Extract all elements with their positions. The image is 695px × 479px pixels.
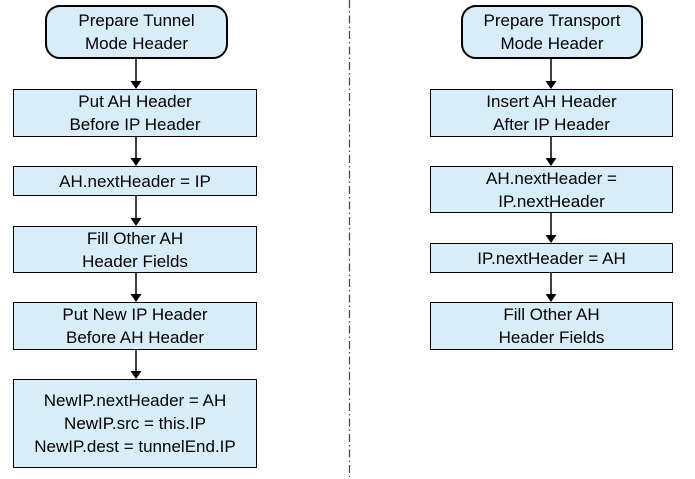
node-insert-ah-header-after-ip: Insert AH Header After IP Header: [430, 89, 673, 137]
node-text-line: Header Fields: [82, 251, 188, 271]
node-text-line: Prepare Transport: [483, 11, 621, 30]
arrow-down: [130, 196, 142, 226]
node-text-line: Mode Header: [84, 34, 188, 53]
node-text-line: IP.nextHeader: [498, 191, 605, 211]
arrow-down: [130, 273, 142, 302]
node-text-line: IP.nextHeader = AH: [477, 248, 626, 268]
node-put-new-ip-header-before-ah: Put New IP Header Before AH Header: [13, 302, 257, 350]
node-text-line: Put AH Header: [78, 92, 192, 111]
node-text-line: NewIP.src = this.IP: [64, 414, 206, 433]
node-fill-other-ah-header-fields: Fill Other AH Header Fields: [13, 226, 257, 273]
arrow-down: [545, 273, 557, 302]
node-newip-assignments: NewIP.nextHeader = AH NewIP.src = this.I…: [13, 379, 257, 468]
node-text-line: AH.nextHeader =: [486, 168, 617, 188]
node-text-line: Before AH Header: [66, 328, 204, 347]
arrow-down: [130, 350, 142, 379]
node-text-line: After IP Header: [493, 115, 610, 134]
node-prepare-transport-mode-header: Prepare Transport Mode Header: [461, 5, 643, 59]
node-text-line: Prepare Tunnel: [78, 11, 195, 30]
arrow-down: [130, 59, 142, 89]
arrow-down: [545, 59, 557, 89]
node-text-line: Mode Header: [500, 34, 604, 53]
node-text-line: AH.nextHeader = IP: [59, 171, 211, 191]
node-ip-nextheader-equals-ah: IP.nextHeader = AH: [430, 243, 673, 273]
node-ah-nextheader-equals-ip: AH.nextHeader = IP: [13, 166, 257, 196]
node-text-line: NewIP.dest = tunnelEnd.IP: [34, 437, 236, 456]
node-text-line: Insert AH Header: [486, 92, 617, 111]
node-text-line: Fill Other AH: [503, 305, 600, 324]
node-put-ah-header-before-ip: Put AH Header Before IP Header: [13, 89, 257, 137]
node-text-line: NewIP.nextHeader = AH: [43, 391, 227, 410]
node-text-line: Header Fields: [498, 328, 605, 347]
node-prepare-tunnel-mode-header: Prepare Tunnel Mode Header: [45, 5, 228, 59]
node-text-line: Put New IP Header: [62, 305, 208, 324]
arrow-down: [130, 137, 142, 166]
node-fill-other-ah-header-fields: Fill Other AH Header Fields: [430, 302, 673, 350]
node-text-line: Before IP Header: [69, 115, 201, 134]
node-text-line: Fill Other AH: [86, 228, 184, 248]
node-ah-nextheader-equals-ip-nextheader: AH.nextHeader = IP.nextHeader: [430, 166, 673, 213]
arrow-down: [545, 137, 557, 166]
arrow-down: [545, 213, 557, 243]
